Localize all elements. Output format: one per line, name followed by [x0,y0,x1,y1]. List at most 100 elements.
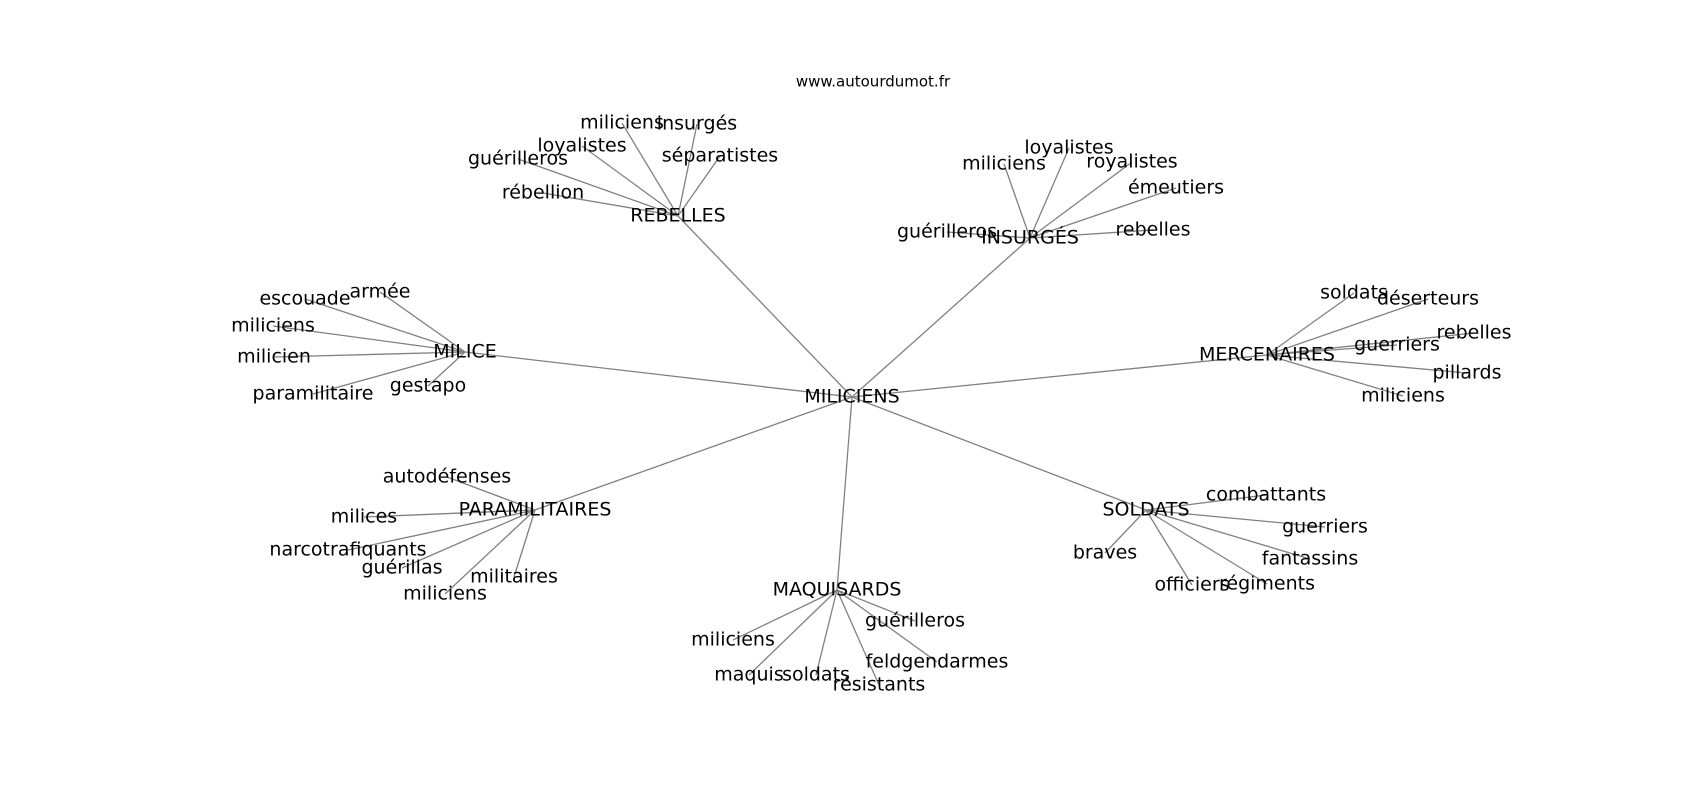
leaf-node[interactable]: résistants [833,674,926,696]
edge-hub-leaf [1266,298,1429,356]
edge-hub-leaf [732,589,838,641]
center-node[interactable]: MILICIENS [804,386,899,408]
edge-center-hub [836,396,853,591]
hub-node[interactable]: MERCENAIRES [1199,344,1335,366]
edge-hub-leaf [427,351,466,387]
edge-center-hub [464,351,853,398]
leaf-node[interactable]: miliciens [580,112,664,134]
leaf-node[interactable]: combattants [1206,484,1326,506]
edge-hub-leaf [836,589,938,663]
edge-hub-leaf [1145,494,1267,511]
leaf-node[interactable]: armée [349,281,410,303]
edge-center-hub [851,396,1147,511]
leaf-node[interactable]: miliciens [1361,385,1445,407]
edge-hub-leaf [836,589,916,622]
edge-hub-leaf [1266,354,1468,374]
leaf-node[interactable]: pillards [1433,362,1502,384]
leaf-node[interactable]: insurgés [657,113,737,135]
leaf-node[interactable]: miliciens [691,629,775,651]
leaf-node[interactable]: escouade [259,288,350,310]
leaf-node[interactable]: milices [331,506,397,528]
edge-hub-leaf [517,158,679,217]
edge-hub-leaf [1266,332,1475,356]
edge-hub-leaf [1145,509,1193,586]
edge-hub-leaf [836,589,880,686]
edge-center-hub [851,354,1268,398]
leaf-node[interactable]: déserteurs [1377,288,1479,310]
edge-hub-leaf [1003,163,1031,239]
leaf-node[interactable]: militaires [470,566,558,588]
hub-node[interactable]: MAQUISARDS [773,579,902,601]
leaf-node[interactable]: royalistes [1086,151,1177,173]
leaf-node[interactable]: séparatistes [662,145,778,167]
edge-hub-leaf [677,155,721,217]
leaf-node[interactable]: soldats [1320,282,1388,304]
edge-hub-leaf [1029,187,1177,239]
edge-hub-leaf [444,509,536,595]
edge-center-hub [534,396,853,511]
leaf-node[interactable]: miliciens [231,315,315,337]
leaf-node[interactable]: rebelles [1437,322,1512,344]
leaf-node[interactable]: soldats [782,664,850,686]
leaf-node[interactable]: loyalistes [537,135,626,157]
edge-hub-leaf [748,589,838,676]
hub-node[interactable]: MILICE [433,341,496,363]
leaf-node[interactable]: miliciens [403,583,487,605]
edge-hub-leaf [304,298,466,353]
leaf-node[interactable]: rébellion [502,182,584,204]
leaf-node[interactable]: régiments [1219,573,1315,595]
edge-hub-leaf [272,325,466,353]
leaf-node[interactable]: milicien [237,346,311,368]
leaf-node[interactable]: narcotrafiquants [269,539,426,561]
edge-hub-leaf [513,509,536,578]
leaf-node[interactable]: rebelles [1116,219,1191,241]
edge-hub-leaf [312,351,466,395]
edge-hub-leaf [621,122,679,217]
leaf-node[interactable]: paramilitaire [253,383,374,405]
edge-hub-leaf [1266,354,1404,397]
leaf-node[interactable]: guérilleros [865,610,965,632]
leaf-node[interactable]: fantassins [1262,548,1358,570]
leaf-node[interactable]: guerriers [1282,516,1368,538]
hub-node[interactable]: INSURGÉS [981,226,1079,249]
edge-hub-leaf [446,476,536,511]
leaf-node[interactable]: guérilleros [468,148,568,170]
edge-hub-leaf [1145,509,1311,560]
leaf-node[interactable]: autodéfenses [383,466,511,488]
edge-hub-leaf [1029,229,1154,239]
hub-node[interactable]: REBELLES [630,205,725,227]
hub-node[interactable]: SOLDATS [1102,499,1189,521]
leaf-node[interactable]: feldgendarmes [866,651,1009,673]
leaf-node[interactable]: officiers [1154,574,1229,596]
leaf-node[interactable]: maquis [714,664,783,686]
edge-hub-leaf [1145,509,1326,528]
edge-hub-leaf [1029,147,1070,239]
hub-node[interactable]: PARAMILITAIRES [459,499,612,521]
leaf-node[interactable]: braves [1073,542,1137,564]
leaf-node[interactable]: guerriers [1354,334,1440,356]
edge-hub-leaf [1266,292,1355,356]
leaf-node[interactable]: miliciens [962,153,1046,175]
edge-hub-leaf [379,291,466,353]
leaf-node[interactable]: guérillas [362,557,443,579]
edge-hub-leaf [273,351,466,358]
edge-hub-leaf [1145,509,1268,585]
edge-hub-leaf [1266,344,1398,356]
edge-center-hub [851,237,1031,398]
edge-hub-leaf [363,509,536,518]
edges-layer [272,122,1475,686]
edge-hub-leaf [815,589,838,676]
edge-center-hub [677,215,853,398]
leaf-node[interactable]: guérilleros [897,221,997,243]
leaf-node[interactable]: loyalistes [1024,137,1113,159]
leaf-node[interactable]: émeutiers [1128,177,1224,199]
edge-hub-leaf [542,192,679,217]
edge-hub-leaf [946,231,1031,239]
edge-hub-leaf [401,509,536,569]
edge-hub-leaf [1104,509,1147,554]
leaf-node[interactable]: gestapo [390,375,466,397]
site-url: www.autourdumot.fr [796,73,951,91]
edge-hub-leaf [581,145,679,217]
